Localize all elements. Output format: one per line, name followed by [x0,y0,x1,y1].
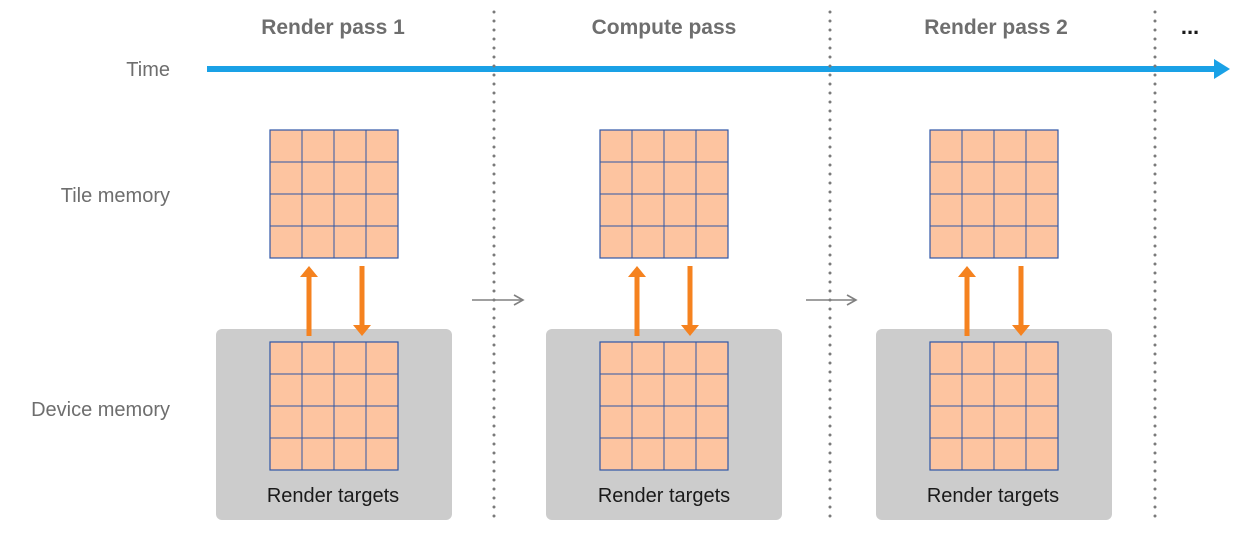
pass-3: Render pass 2 Render targets [876,16,1112,520]
render-target-grid [599,341,729,471]
load-arrow [628,266,646,336]
load-arrow [300,266,318,336]
store-arrow [1012,266,1030,336]
pass-1: Render pass 1 Render targets [216,16,452,520]
render-targets-label: Render targets [267,485,399,507]
pass-2: Compute pass Render targets [546,16,782,520]
store-arrow [353,266,371,336]
render-targets-label: Render targets [598,485,730,507]
store-arrow [681,266,699,336]
tile-memory-label: Tile memory [61,185,170,207]
load-arrow [958,266,976,336]
pass-title: Render pass 1 [261,16,405,39]
tile-memory-grid [599,129,729,259]
timeline-arrow-head [1214,59,1230,79]
tile-memory-grid [269,129,399,259]
time-label: Time [126,59,170,81]
more-indicator: ... [1181,14,1199,39]
render-targets-label: Render targets [927,485,1059,507]
device-memory-label: Device memory [31,399,170,421]
pass-title: Compute pass [592,16,737,39]
pass-title: Render pass 2 [924,16,1068,39]
render-target-grid [269,341,399,471]
tile-memory-grid [929,129,1059,259]
render-target-grid [929,341,1059,471]
